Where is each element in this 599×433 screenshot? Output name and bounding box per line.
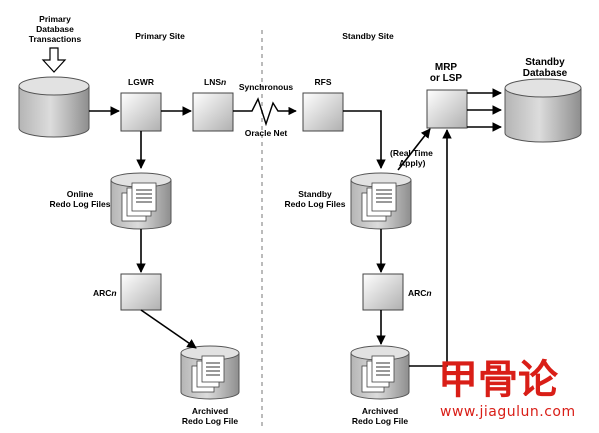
svg-text:Transactions: Transactions bbox=[29, 34, 82, 44]
svg-text:Online: Online bbox=[67, 189, 94, 199]
svg-text:or LSP: or LSP bbox=[430, 73, 463, 84]
arc-primary-process-box bbox=[120, 273, 162, 311]
standby-redo-label: Standby Redo Log Files bbox=[285, 189, 346, 209]
svg-text:www.jiagulun.com: www.jiagulun.com bbox=[440, 404, 576, 420]
svg-text:Archived: Archived bbox=[192, 406, 228, 416]
lgwr-label: LGWR bbox=[128, 77, 154, 87]
svg-text:Apply): Apply) bbox=[399, 158, 426, 168]
flow-arrows bbox=[89, 88, 502, 367]
standby-site-heading: Standby Site bbox=[342, 31, 394, 41]
svg-text:MRP: MRP bbox=[435, 62, 458, 73]
mrp-label: MRP or LSP bbox=[430, 62, 463, 84]
primary-transactions-label: Primary Database Transactions bbox=[29, 14, 82, 44]
network-zigzag-icon bbox=[233, 97, 297, 127]
rfs-label: RFS bbox=[315, 77, 332, 87]
transaction-input-arrow-icon bbox=[41, 47, 67, 73]
oracle-net-label: Oracle Net bbox=[245, 128, 288, 138]
mrp-process-box bbox=[426, 89, 468, 129]
archived-standby-label: Archived Redo Log File bbox=[352, 406, 408, 426]
arc-standby-label: ARCn bbox=[408, 288, 432, 298]
standby-database-cylinder bbox=[504, 78, 582, 143]
svg-text:Database: Database bbox=[523, 68, 568, 79]
archived-primary-document-icon bbox=[191, 355, 225, 393]
archived-standby-document-icon bbox=[361, 355, 395, 393]
arc-standby-process-box bbox=[362, 273, 404, 311]
arrow-archived-to-mrp bbox=[409, 129, 452, 367]
watermark-logo: 甲骨论 www.jiagulun.com bbox=[438, 357, 576, 420]
online-redo-label: Online Redo Log Files bbox=[50, 189, 111, 209]
primary-site-heading: Primary Site bbox=[135, 31, 185, 41]
svg-text:Redo Log File: Redo Log File bbox=[352, 416, 408, 426]
svg-text:Database: Database bbox=[36, 24, 74, 34]
rfs-process-box bbox=[302, 92, 344, 132]
svg-text:Primary: Primary bbox=[39, 14, 71, 24]
svg-text:Redo Log Files: Redo Log Files bbox=[50, 199, 111, 209]
primary-database-cylinder bbox=[18, 76, 90, 138]
synchronous-label: Synchronous bbox=[239, 82, 294, 92]
lns-label: LNSn bbox=[204, 77, 226, 87]
archived-primary-label: Archived Redo Log File bbox=[182, 406, 238, 426]
standby-redo-document-icon bbox=[361, 182, 397, 222]
svg-text:Archived: Archived bbox=[362, 406, 398, 416]
lns-process-box bbox=[192, 92, 234, 132]
svg-text:Standby: Standby bbox=[525, 57, 565, 68]
lgwr-process-box bbox=[120, 92, 162, 132]
svg-text:甲骨论: 甲骨论 bbox=[438, 357, 559, 403]
svg-text:Standby: Standby bbox=[298, 189, 332, 199]
arrow-arc-to-archived bbox=[140, 309, 197, 349]
real-time-apply-label: (Real Time Apply) bbox=[390, 148, 433, 168]
arrow-rfs-to-standby-redo bbox=[343, 110, 386, 169]
online-redo-document-icon bbox=[121, 182, 157, 222]
standby-database-label: Standby Database bbox=[523, 57, 568, 79]
arrow-real-time-apply bbox=[397, 128, 431, 171]
arc-primary-label: ARCn bbox=[93, 288, 117, 298]
svg-text:Redo Log File: Redo Log File bbox=[182, 416, 238, 426]
svg-text:Redo Log Files: Redo Log Files bbox=[285, 199, 346, 209]
